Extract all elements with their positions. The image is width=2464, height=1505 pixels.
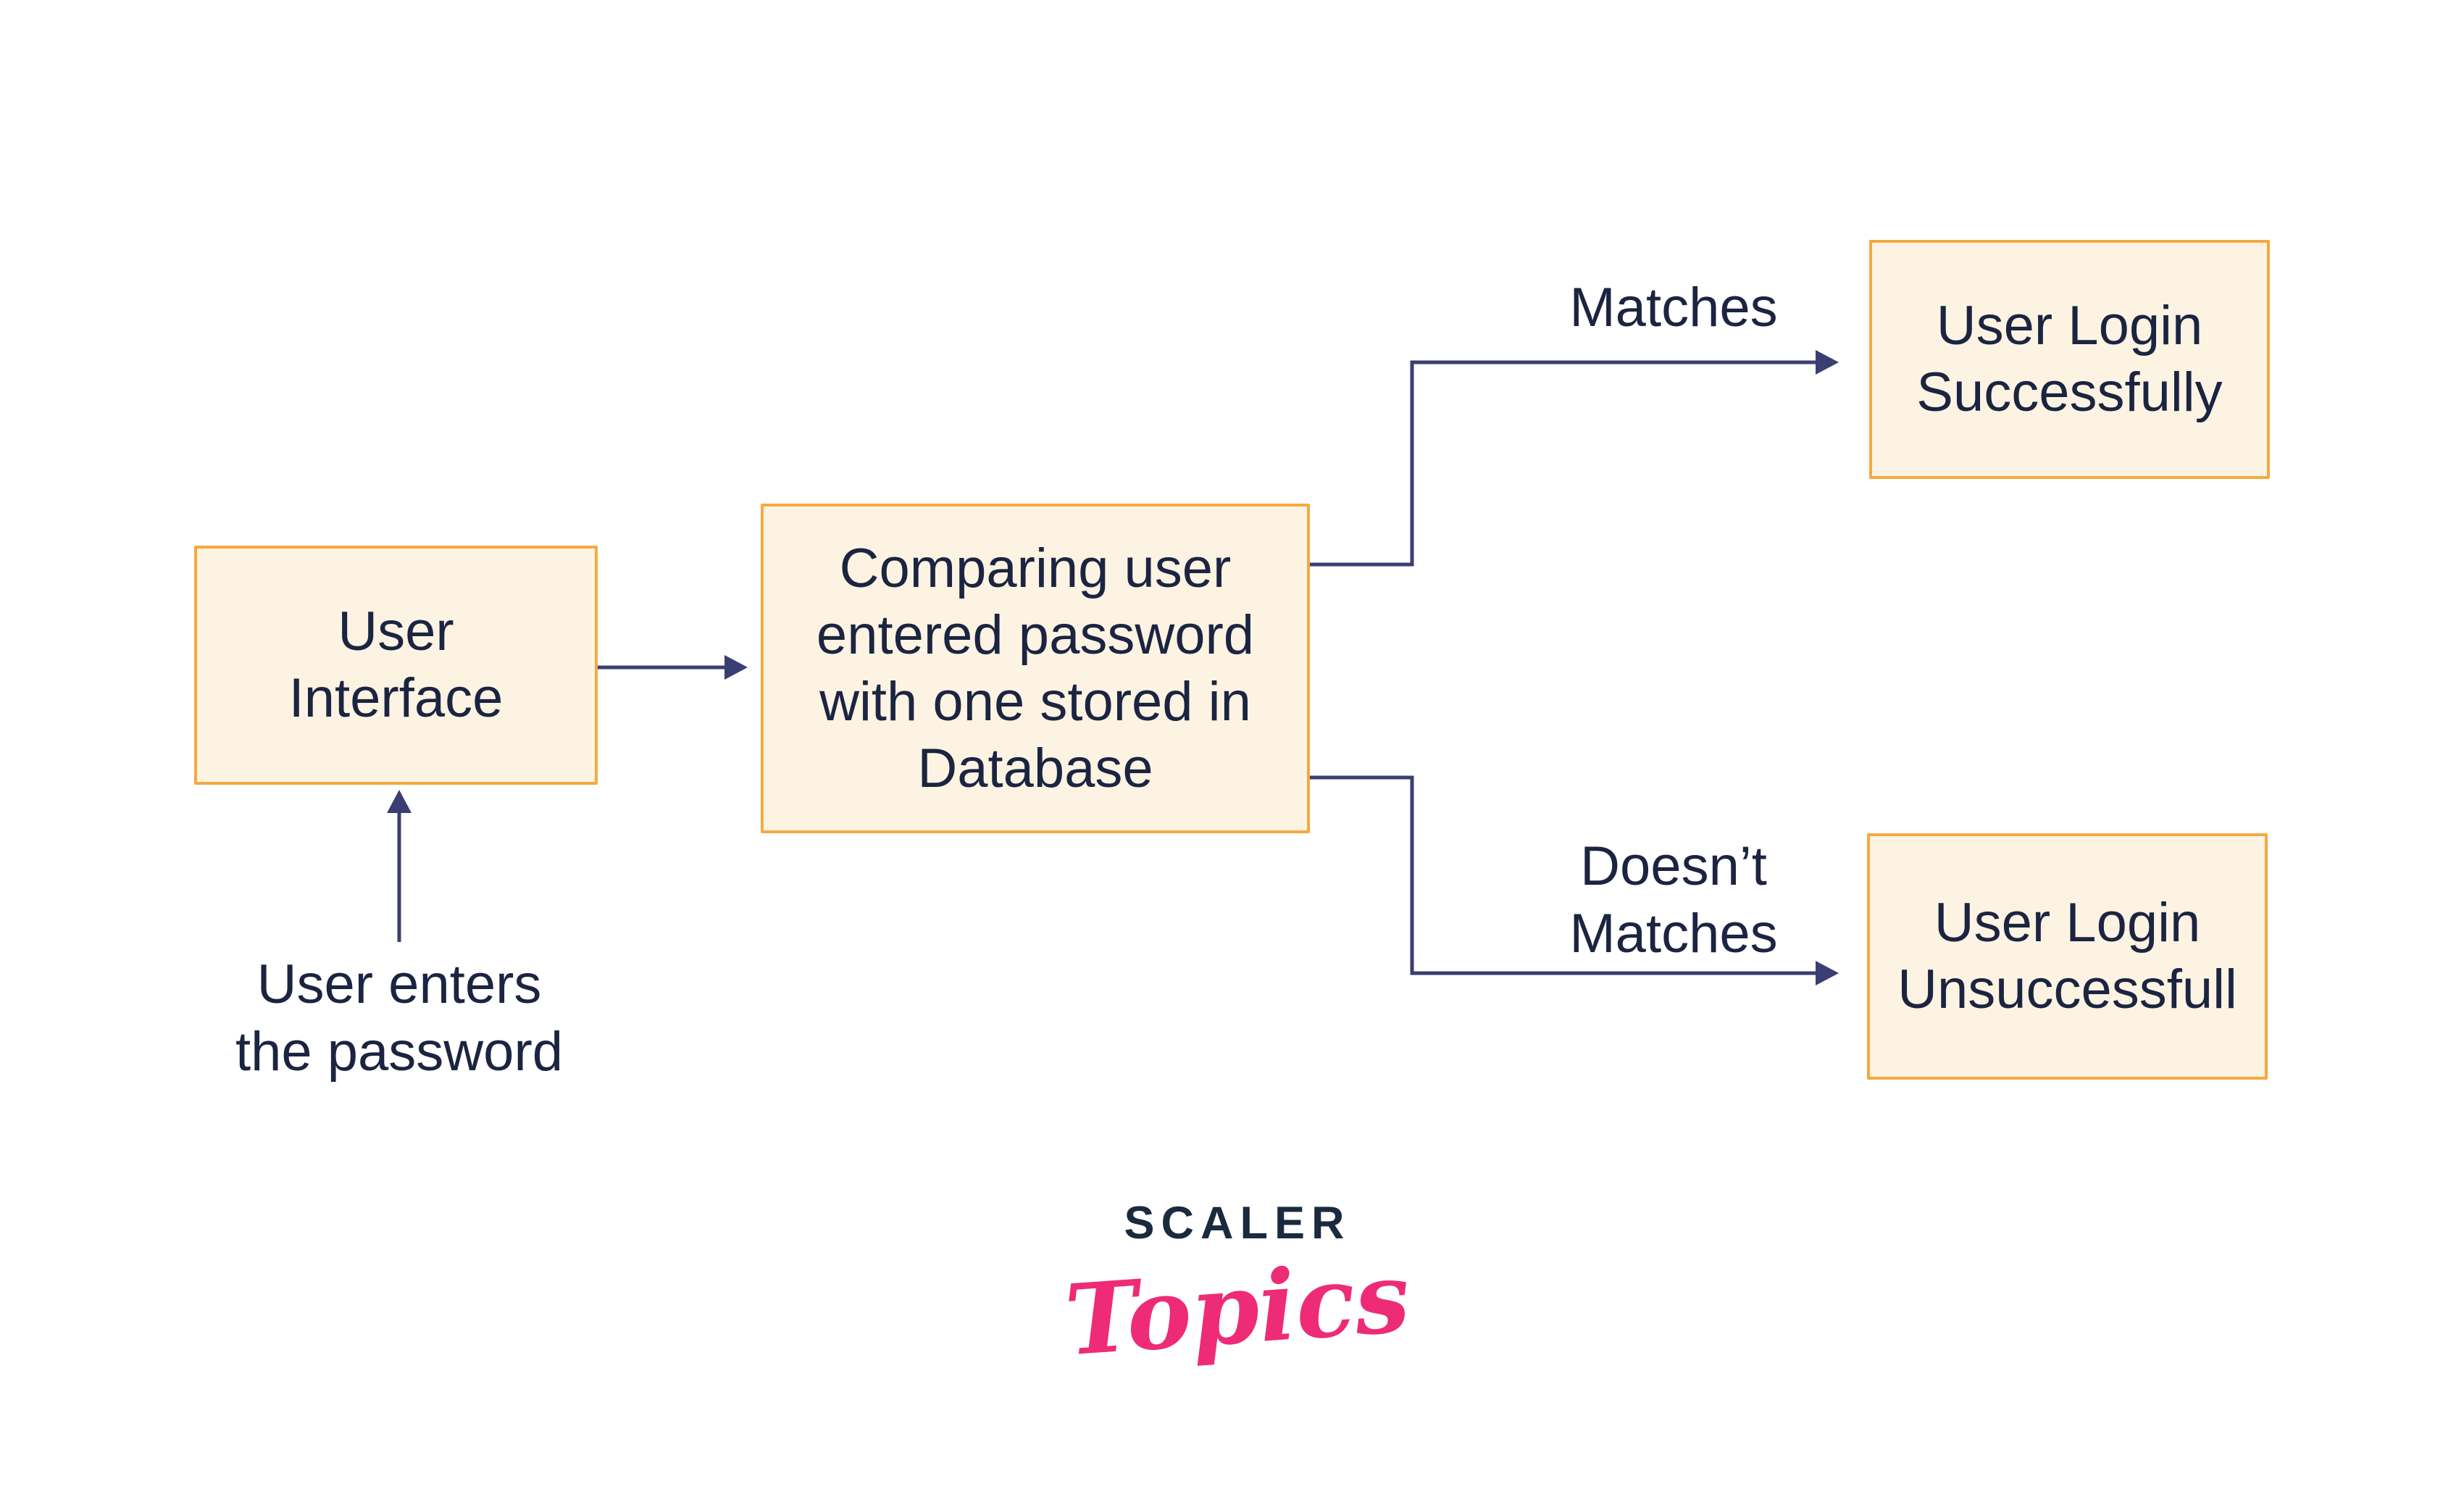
annotation-line: the password — [235, 1021, 564, 1083]
arrowhead-right-icon — [1816, 961, 1839, 985]
edge-label-line: Matches — [1569, 903, 1778, 964]
arrowhead-right-icon — [1816, 350, 1839, 375]
node-label-line: with one stored in — [819, 670, 1251, 733]
node-label-line: Interface — [288, 667, 504, 729]
arrowhead-right-icon — [724, 655, 748, 680]
node-label-line: User Login — [1934, 892, 2201, 954]
edge-label-line: Matches — [1569, 277, 1778, 338]
node-label-line: User Login — [1936, 295, 2203, 357]
node-label-line: entered password — [816, 604, 1255, 666]
node-label-line: Unsuccessfull — [1897, 959, 2237, 1020]
logo-sub-text: Topics — [1061, 1239, 1413, 1378]
annotation-user-enters-password: User enters the password — [196, 951, 602, 1085]
node-label-line: Comparing user — [839, 537, 1232, 599]
connector-compare-to-success — [1310, 360, 1816, 567]
node-label-line: Database — [917, 737, 1153, 799]
flow-node-login-fail: User Login Unsuccessfull — [1867, 833, 2268, 1080]
flow-node-user-interface: User Interface — [194, 546, 598, 785]
edge-label-line: Doesn’t — [1580, 835, 1767, 897]
flow-node-login-success: User Login Successfully — [1869, 240, 2270, 479]
node-label-line: User — [338, 601, 454, 662]
edge-label-matches: Matches — [1492, 274, 1855, 341]
edge-label-doesnt-matches: Doesn’t Matches — [1492, 833, 1855, 967]
annotation-line: User enters — [256, 954, 542, 1015]
connector-compare-to-fail — [1310, 775, 1816, 975]
flow-node-compare-password: Comparing user entered password with one… — [761, 504, 1310, 833]
logo-brand-text: SCALER — [1124, 1198, 1351, 1248]
scaler-topics-logo: SCALER Topics — [1020, 1197, 1455, 1377]
node-label-line: Successfully — [1916, 362, 2223, 423]
arrowhead-up-icon — [387, 790, 412, 813]
